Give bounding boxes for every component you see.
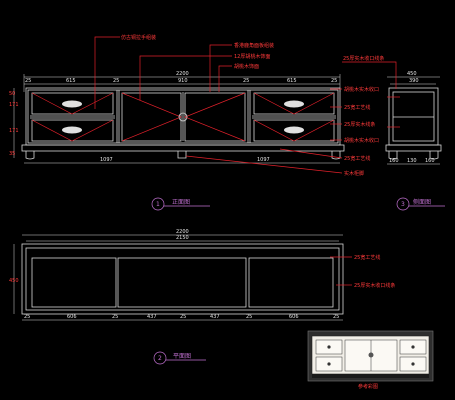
svg-text:胡桃木实木收口: 胡桃木实木收口 — [344, 86, 379, 93]
svg-text:胡桃木饰面: 胡桃木饰面 — [234, 63, 259, 70]
svg-text:仿古铜拉手组装: 仿古铜拉手组装 — [121, 34, 156, 41]
plan-dim-bottom-2: 25 — [112, 314, 118, 320]
front-foot-left — [25, 151, 35, 160]
plan-dim-bottom-7: 606 — [289, 314, 299, 320]
plan-view-number: 2 — [158, 355, 162, 362]
front-dim-top-4: 25 — [243, 78, 249, 84]
plan-inner-width: 2150 — [176, 235, 189, 241]
svg-text:实木柜脚: 实木柜脚 — [344, 170, 364, 177]
side-dim-top-1: 390 — [409, 78, 419, 84]
front-dim-top-2: 25 — [113, 78, 119, 84]
front-dim-top-0: 25 — [25, 78, 31, 84]
front-dim-bottom-1: 1097 — [257, 157, 270, 163]
plan-view: 2200 2150 450 25 606 25 437 25 437 25 60… — [9, 229, 395, 365]
svg-text:胡桃木实木收口: 胡桃木实木收口 — [344, 137, 379, 144]
side-dim-bottom-1: 130 — [407, 158, 417, 164]
front-dim-top-6: 25 — [331, 78, 337, 84]
side-cabinet-body — [388, 87, 439, 146]
front-dim-left-2: 171 — [9, 128, 19, 134]
plan-dim-bottom-8: 25 — [333, 314, 339, 320]
front-dim-top-1: 615 — [66, 78, 76, 84]
plan-top-outline — [21, 243, 344, 315]
svg-text:25宽工艺线: 25宽工艺线 — [344, 155, 370, 162]
front-dim-bottom-0: 1097 — [100, 157, 113, 163]
plan-dim-bottom-3: 437 — [147, 314, 157, 320]
front-overall-width: 2200 — [176, 71, 189, 77]
side-view-number: 3 — [401, 201, 405, 208]
side-dim-bottom-0: 160 — [389, 158, 399, 164]
plan-dim-bottom-1: 606 — [67, 314, 77, 320]
front-callouts-top: 仿古铜拉手组装 香港鹿角面板组装 12厚胡桃木饰面 胡桃木饰面 — [94, 34, 274, 109]
plan-dim-bottom-4: 25 — [180, 314, 186, 320]
svg-text:香港鹿角面板组装: 香港鹿角面板组装 — [234, 42, 274, 49]
front-dim-top-3: 910 — [178, 78, 188, 84]
front-view-number: 1 — [156, 201, 160, 208]
side-dim-bottom-2: 160 — [425, 158, 435, 164]
side-view-marker-icon — [396, 197, 410, 211]
front-dim-left-3: 35 — [9, 151, 15, 157]
reference-photo: 参考彩图 — [307, 330, 434, 390]
front-dim-left-1: 171 — [9, 102, 19, 108]
front-foot-center — [177, 151, 187, 159]
side-foot-right — [429, 151, 439, 160]
plan-dim-bottom-0: 25 — [24, 314, 30, 320]
plan-callouts: 25宽工艺线 25厚实木收口线条 — [330, 254, 395, 289]
svg-text:25厚实木线条: 25厚实木线条 — [344, 121, 375, 128]
svg-text:25宽工艺线: 25宽工艺线 — [354, 254, 380, 261]
svg-text:12厚胡桃木饰面: 12厚胡桃木饰面 — [234, 53, 270, 60]
front-dim-left-0: 50 — [9, 91, 15, 97]
plan-overall-width: 2200 — [176, 229, 189, 235]
plan-dim-left-0: 450 — [9, 278, 19, 284]
front-view-title: 正面图 — [172, 199, 190, 206]
side-view-title: 侧面图 — [413, 198, 431, 206]
svg-text:25宽工艺线: 25宽工艺线 — [344, 104, 370, 111]
svg-text:25厚实木收口线条: 25厚实木收口线条 — [354, 282, 395, 289]
side-dim-top-0: 450 — [407, 71, 417, 77]
plan-dim-bottom-6: 25 — [246, 314, 252, 320]
plan-dim-bottom-5: 437 — [210, 314, 220, 320]
front-dim-top-5: 615 — [287, 78, 297, 84]
side-view: 450 390 160 130 160 25厚实木收口线条 3 侧面图 — [342, 55, 445, 211]
door-handle-icon — [178, 112, 188, 122]
plan-view-marker-icon — [153, 351, 167, 365]
front-view: 2200 25 615 25 910 25 615 25 — [9, 34, 379, 211]
reference-caption: 参考彩图 — [358, 383, 378, 390]
front-callouts-right: 胡桃木实木收口 25宽工艺线 25厚实木线条 胡桃木实木收口 25宽工艺线 实木… — [185, 86, 379, 177]
front-view-marker-icon — [151, 197, 165, 211]
drawer-handle-icon — [62, 100, 304, 134]
side-callout: 25厚实木收口线条 — [343, 55, 384, 62]
side-foot-left — [388, 151, 398, 160]
plan-view-title: 平面图 — [173, 353, 191, 360]
